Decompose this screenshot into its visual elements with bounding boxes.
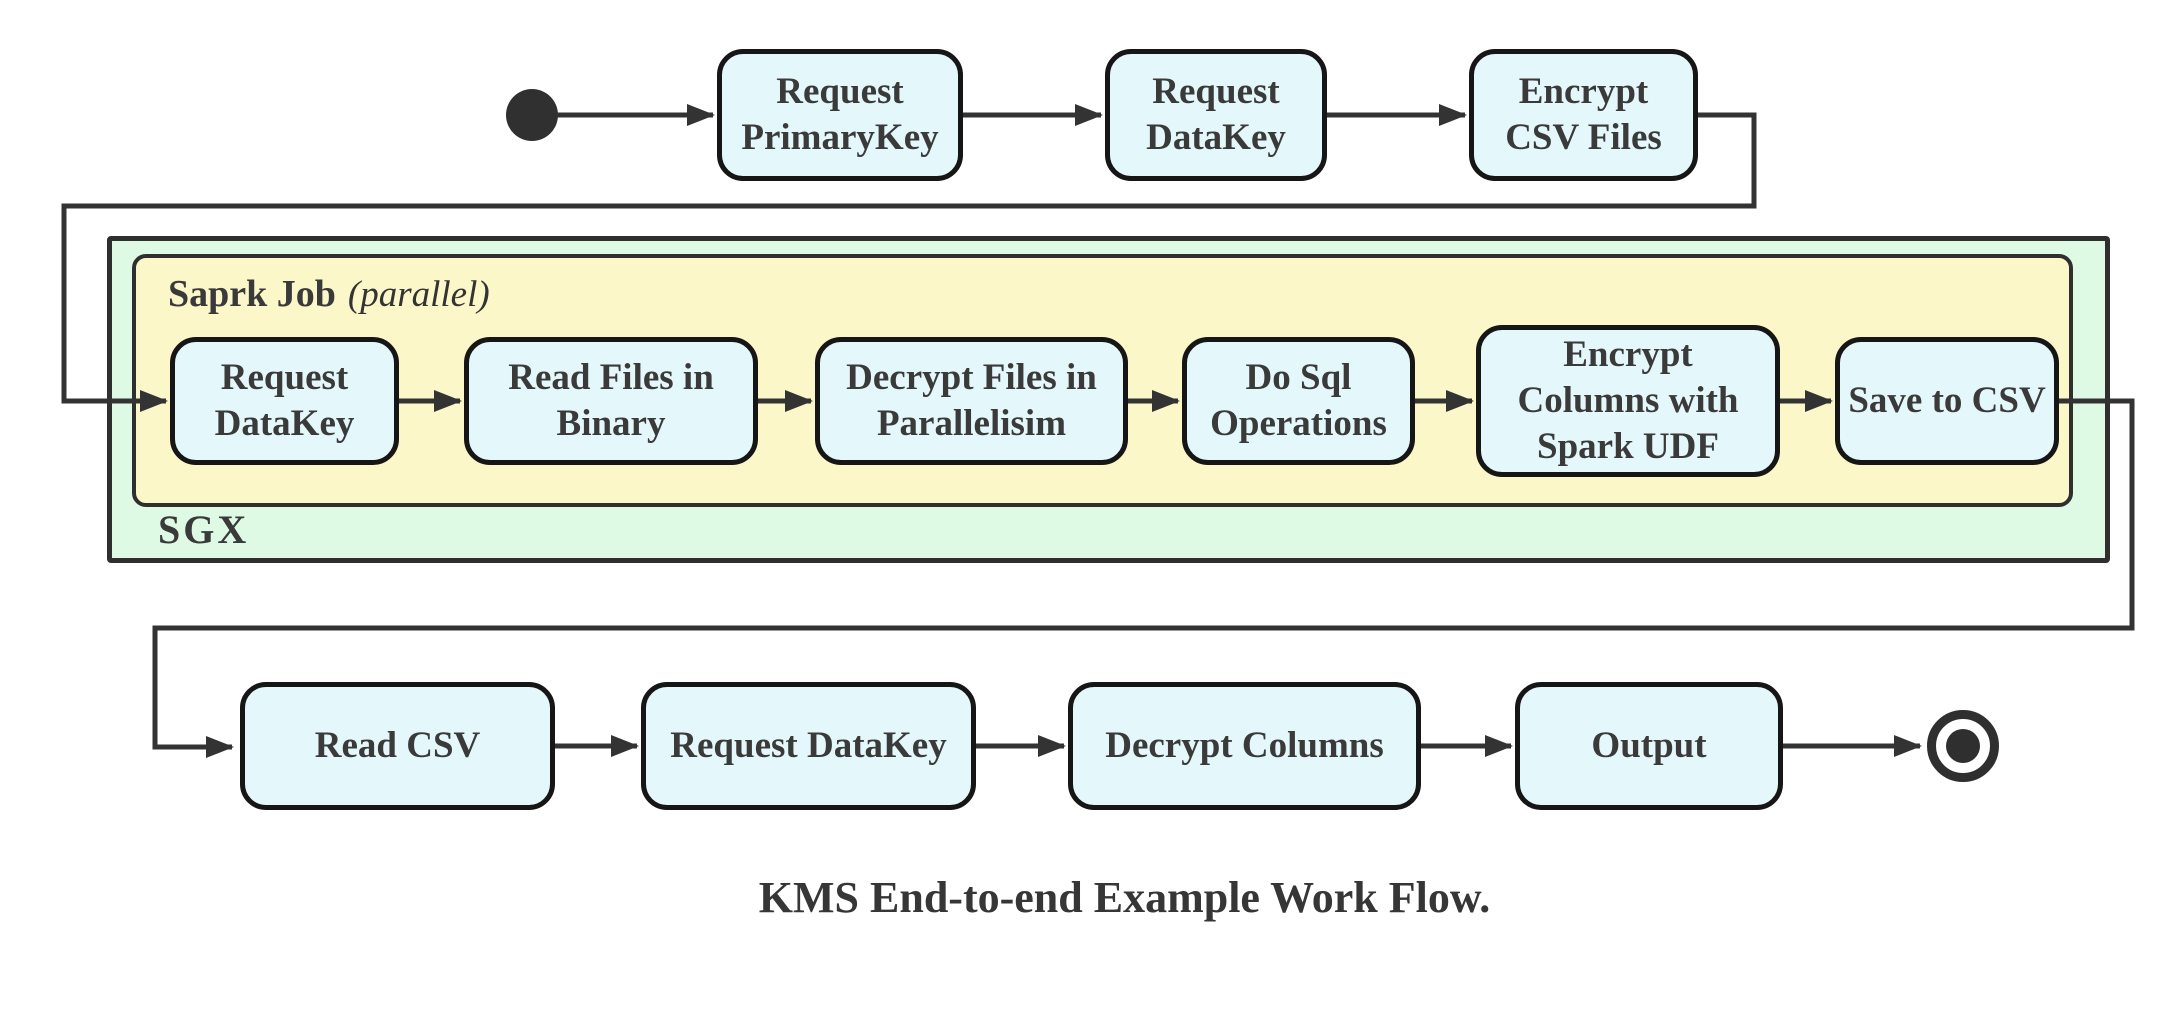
node-label: Decrypt Files in Parallelisim [846, 357, 1097, 444]
node-request-primarykey: Request PrimaryKey [717, 49, 963, 181]
node-label: Encrypt CSV Files [1505, 71, 1662, 158]
spark-job-label: Saprk Job (parallel) [168, 272, 490, 316]
node-label: Request DataKey [1146, 71, 1286, 158]
edge-encrypt-csv-to-sgx-request-datakey [61, 112, 1757, 412]
diagram-caption: KMS End-to-end Example Work Flow. [758, 873, 1491, 922]
node-label: Request DataKey [670, 725, 947, 767]
node-read-files-in-binary: Read Files in Binary [464, 337, 758, 465]
node-request-datakey-top: Request DataKey [1105, 49, 1327, 181]
node-label: Read Files in Binary [508, 357, 714, 444]
node-label: Do Sql Operations [1210, 357, 1387, 444]
edge-save-csv-to-read-csv [152, 398, 2135, 758]
sgx-label: SGX [158, 507, 250, 552]
node-label: Read CSV [314, 725, 481, 767]
node-encrypt-columns-with-spark-udf: Encrypt Columns with Spark UDF [1476, 325, 1780, 477]
node-label: Output [1591, 725, 1707, 767]
node-label: Request DataKey [214, 357, 355, 444]
start-node [506, 89, 558, 141]
spark-job-label-bold: Saprk Job [168, 273, 336, 315]
node-label: Save to CSV [1848, 380, 2046, 422]
node-request-datakey-sgx: Request DataKey [170, 337, 399, 465]
node-read-csv: Read CSV [240, 682, 555, 810]
node-request-datakey-bottom: Request DataKey [641, 682, 976, 810]
node-encrypt-csv-files: Encrypt CSV Files [1469, 49, 1698, 181]
end-node-inner-dot [1946, 729, 1980, 763]
end-node [1927, 710, 1999, 782]
node-save-to-csv: Save to CSV [1835, 337, 2059, 465]
node-label: Encrypt Columns with Spark UDF [1517, 334, 1739, 467]
node-do-sql-operations: Do Sql Operations [1182, 337, 1415, 465]
node-label: Decrypt Columns [1105, 725, 1384, 767]
node-label: Request PrimaryKey [741, 71, 939, 158]
node-output: Output [1515, 682, 1783, 810]
node-decrypt-columns: Decrypt Columns [1068, 682, 1421, 810]
spark-job-label-italic: (parallel) [347, 274, 490, 315]
node-decrypt-files-in-parallelism: Decrypt Files in Parallelisim [815, 337, 1128, 465]
